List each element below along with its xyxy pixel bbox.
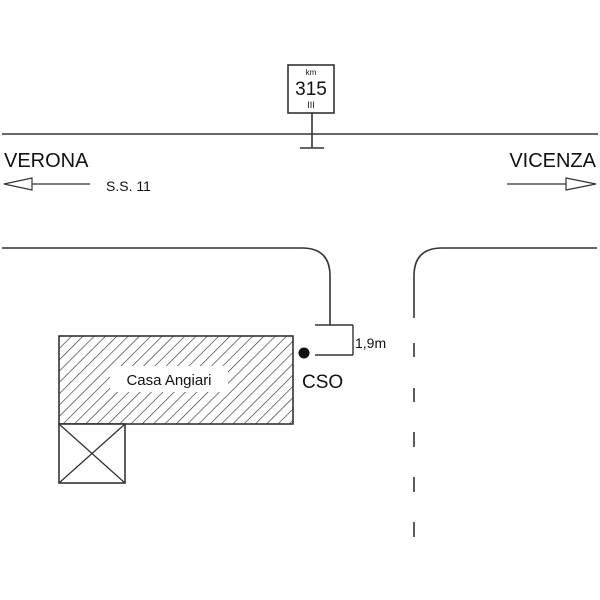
km-sign-value: 315 bbox=[295, 79, 327, 100]
km-sign-box bbox=[287, 64, 335, 114]
arrow-left-icon bbox=[3, 177, 90, 191]
arrow-right-icon bbox=[507, 177, 597, 191]
cso-label: CSO bbox=[302, 372, 343, 393]
km-sign-sub: III bbox=[307, 100, 315, 110]
direction-label-vicenza: VICENZA bbox=[509, 150, 596, 172]
dimension-bracket bbox=[315, 324, 354, 356]
building-casa-angiari: Casa Angiari bbox=[58, 335, 294, 425]
cso-point-marker bbox=[298, 347, 310, 359]
building-label-background bbox=[110, 366, 228, 392]
km-marker-sign: km 315 III bbox=[287, 64, 335, 149]
building-label: Casa Angiari bbox=[126, 372, 211, 389]
dimension-label: 1,9m bbox=[355, 335, 386, 351]
building-annex bbox=[58, 423, 126, 484]
direction-label-verona: VERONA bbox=[4, 150, 89, 172]
road-edge-bottom-right bbox=[413, 247, 597, 318]
road-name-label: S.S. 11 bbox=[106, 178, 151, 194]
road-edge-bottom-left bbox=[2, 247, 331, 325]
km-sign-unit: km bbox=[306, 68, 317, 77]
